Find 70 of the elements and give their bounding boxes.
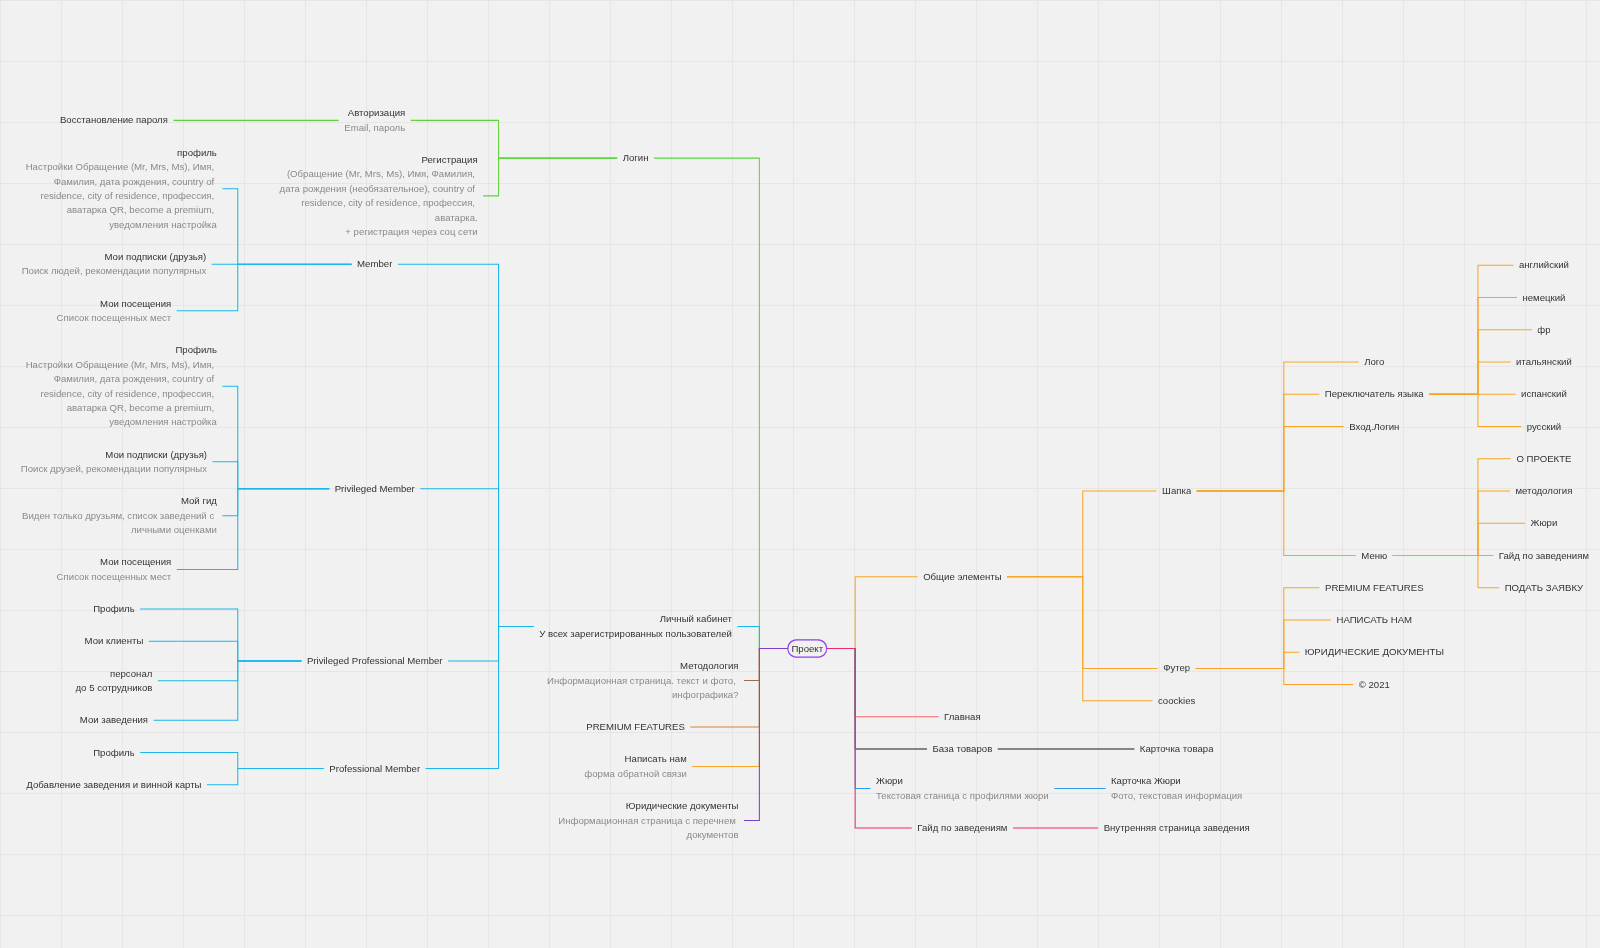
node-text: Мои подписки (друзья) Поиск друзей, рекомендации популярных xyxy=(20,448,208,475)
node-text: Личный кабинет У всех зарегистрированных пользователей xyxy=(539,613,732,639)
connector xyxy=(1006,576,1153,702)
node-text: Восстановление пароля xyxy=(59,114,168,126)
node-text: итальянский xyxy=(1515,356,1572,368)
connector xyxy=(206,768,325,786)
node-text: испанский xyxy=(1521,388,1567,400)
node-text: Вход.Логин xyxy=(1349,420,1400,432)
node-text: Лого xyxy=(1364,356,1385,368)
node-text: Главная xyxy=(944,710,981,722)
node-text: © 2021 xyxy=(1358,678,1390,690)
node-text: Мои подписки (друзья) Поиск людей, рекомендации популярных xyxy=(21,251,207,277)
node-text: профиль Настройки Обращение (Mr, Mrs, Ms), Имя, Фамилия, дата рождения, country of residence, city of residence, профессия, аватарка QR, become a premium, уведомления настройка xyxy=(25,146,217,230)
node-text: Добавление заведения и винной карты xyxy=(26,778,202,790)
connector xyxy=(1053,788,1107,790)
node-text: Мои заведения xyxy=(79,714,149,726)
node-text: английский xyxy=(1518,259,1569,271)
node-text: персонал до 5 сотрудников xyxy=(75,667,153,694)
node-text: НАПИСАТЬ НАМ xyxy=(1336,614,1413,626)
node-text: PREMIUM FEATURES xyxy=(586,721,685,733)
node-text: фр xyxy=(1537,323,1551,335)
node-text: Privileged Member xyxy=(334,482,415,494)
node-text: Авторизация Email, пароль xyxy=(344,107,406,133)
node-text: Шапка xyxy=(1162,485,1192,497)
node-text: русский xyxy=(1526,420,1562,432)
node-text: методология xyxy=(1515,485,1573,497)
node-text: PREMIUM FEATURES xyxy=(1324,581,1424,593)
node-text: Member xyxy=(357,258,393,270)
node-text: Privileged Professional Member xyxy=(306,655,443,667)
node-text: Карточка Жюри Фото, текстовая информация xyxy=(1111,775,1243,801)
node-text: Профиль Настройки Обращение (Mr, Mrs, Ms), Имя, Фамилия, дата рождения, country of residence, city of residence, профессия, аватарка QR, become a premium, уведомления настройка xyxy=(25,344,217,428)
node-text: Гайд по заведениям xyxy=(1498,549,1590,561)
node-text: Профиль xyxy=(93,603,135,615)
connector xyxy=(172,119,340,121)
node-text: Гайд по заведениям xyxy=(917,822,1008,834)
node-text: Написать нам форма обратной связи xyxy=(584,753,687,779)
node-text: Переключатель языка xyxy=(1324,388,1424,400)
node-text: О ПРОЕКТЕ xyxy=(1516,452,1572,464)
node-text: Меню xyxy=(1361,549,1388,561)
node-text: Мой гид Виден только друзьям, список заведений с личными оценками xyxy=(22,495,217,536)
connector xyxy=(1196,490,1357,556)
node-text: Мои посещения Список посещенных мест xyxy=(56,556,172,582)
connector xyxy=(482,157,618,197)
node-text: Юридические документы Информационная страница с перечнем документов xyxy=(558,800,739,840)
node-text: Профиль xyxy=(93,746,135,758)
node-text: Жюри Текстовая станица с профилями жюри xyxy=(876,775,1049,801)
node-text: Регистрация (Обращение (Mr, Mrs, Ms), Имя, Фамилия, дата рождения (необязательное), country of residence, city of residence, профессия, аватарка. + регистрация через соц сети xyxy=(279,154,478,238)
node-text: Логин xyxy=(622,152,649,164)
node-text: Professional Member xyxy=(329,762,421,774)
connector xyxy=(176,488,330,571)
node-text: coockies xyxy=(1157,694,1196,706)
connector xyxy=(153,660,302,721)
connector xyxy=(425,626,535,770)
connector xyxy=(1428,393,1522,427)
node-text: ЮРИДИЧЕСКИЕ ДОКУМЕНТЫ xyxy=(1304,646,1444,658)
node-text: База товаров xyxy=(932,743,993,755)
node-text: ПОДАТЬ ЗАЯВКУ xyxy=(1504,581,1584,593)
node-text: Мои клиенты xyxy=(84,635,144,647)
node-text: Карточка товара xyxy=(1139,743,1214,755)
node-text: Мои посещения Список посещенных мест xyxy=(56,297,172,324)
connector xyxy=(1392,555,1500,589)
node-label: Проект xyxy=(791,642,824,654)
node-text: Общие элементы xyxy=(923,570,1002,582)
connector xyxy=(1195,667,1354,686)
node-text: Внутренняя страница заведения xyxy=(1103,822,1250,834)
node-text: Футер xyxy=(1163,662,1191,674)
node-text: Методология Информационная страница. текст и фото, инфографика? xyxy=(547,660,739,700)
node-text: немецкий xyxy=(1522,291,1566,303)
connector xyxy=(176,263,353,312)
node-text: Жюри xyxy=(1530,517,1558,529)
